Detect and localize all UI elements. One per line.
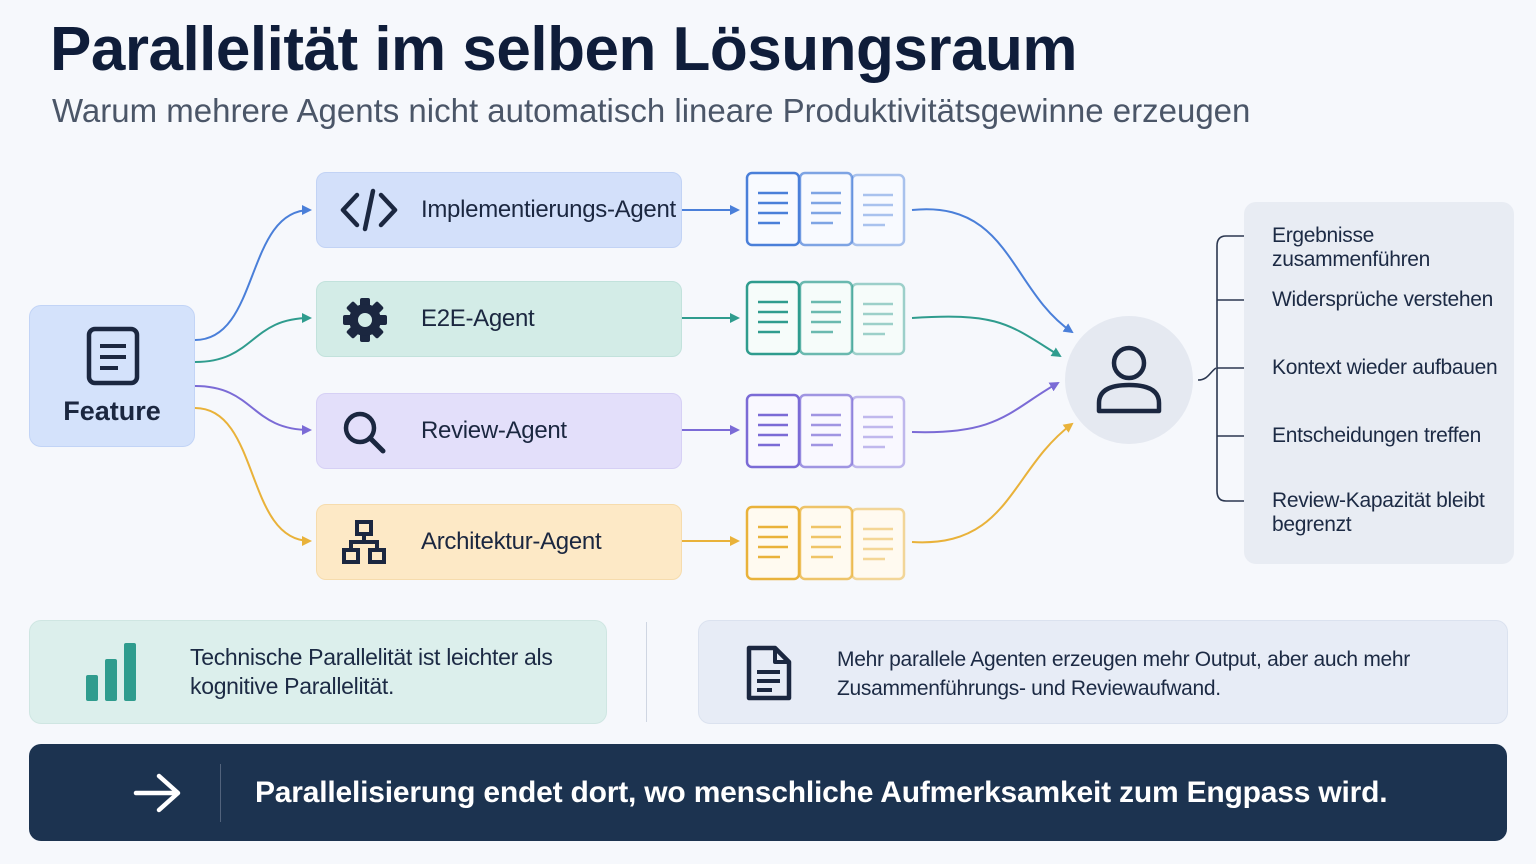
outcomes-panel: Ergebnisse zusammenführen Widersprüche v… xyxy=(1244,202,1514,564)
document-icon xyxy=(86,326,140,391)
person-icon xyxy=(1094,343,1164,420)
hierarchy-icon xyxy=(339,519,391,572)
agent-implementierung: Implementierungs-Agent xyxy=(316,172,682,248)
feature-box: Feature xyxy=(29,305,195,447)
gear-icon xyxy=(339,296,391,349)
search-icon xyxy=(339,408,391,461)
note-output-effort: Mehr parallele Agenten erzeugen mehr Out… xyxy=(698,620,1508,724)
document-stack-icon xyxy=(745,280,906,356)
connector-feature-agent-3 xyxy=(194,385,312,435)
arrow-right-icon xyxy=(133,772,183,819)
connector-feature-agent-4 xyxy=(194,407,312,546)
connector-docs-person-3 xyxy=(911,382,1060,434)
outcome-bracket xyxy=(1197,235,1248,502)
bar-chart-icon xyxy=(84,641,140,708)
output-docs-e2e xyxy=(744,280,908,358)
agent-architektur: Architektur-Agent xyxy=(316,504,682,580)
agent-e2e: E2E-Agent xyxy=(316,281,682,357)
connector-docs-person-1 xyxy=(911,208,1074,334)
code-icon xyxy=(339,187,399,238)
output-docs-implementierung xyxy=(744,171,908,249)
human-reviewer xyxy=(1065,316,1193,444)
agent-label: Review-Agent xyxy=(421,417,567,444)
connector-docs-person-2 xyxy=(911,315,1062,358)
agent-label: E2E-Agent xyxy=(421,305,535,332)
note-text: Mehr parallele Agenten erzeugen mehr Out… xyxy=(837,648,1410,700)
document-stack-icon xyxy=(745,393,906,469)
outcome-item: Review-Kapazität bleibt begrenzt xyxy=(1272,489,1485,536)
page-subtitle: Warum mehrere Agents nicht automatisch l… xyxy=(52,92,1251,129)
agent-review: Review-Agent xyxy=(316,393,682,469)
banner-text: Parallelisierung endet dort, wo menschli… xyxy=(255,776,1388,809)
connector-docs-person-4 xyxy=(911,422,1074,544)
note-technical-parallelism: Technische Parallelität ist leichter als… xyxy=(29,620,607,724)
banner-separator xyxy=(220,764,221,822)
page-title: Parallelität im selben Lösungsraum xyxy=(50,15,1077,84)
output-docs-review xyxy=(744,393,908,471)
outcome-item: Widersprüche verstehen xyxy=(1272,288,1494,311)
connector-feature-agent-2 xyxy=(194,313,312,363)
note-text: Technische Parallelität ist leichter als… xyxy=(190,644,553,699)
outcome-item: Ergebnisse zusammenführen xyxy=(1272,224,1431,271)
feature-label: Feature xyxy=(63,396,161,426)
conclusion-banner: Parallelisierung endet dort, wo menschli… xyxy=(29,744,1507,841)
outcome-item: Entscheidungen treffen xyxy=(1272,424,1482,447)
document-stack-icon xyxy=(745,505,906,581)
agent-label: Implementierungs-Agent xyxy=(421,196,676,223)
connector-feature-agent-1 xyxy=(194,205,312,341)
output-docs-architektur xyxy=(744,505,908,583)
divider xyxy=(646,622,647,722)
document-stack-icon xyxy=(745,171,906,247)
agent-label: Architektur-Agent xyxy=(421,528,602,555)
document-icon xyxy=(743,645,793,706)
outcome-item: Kontext wieder aufbauen xyxy=(1272,356,1498,379)
